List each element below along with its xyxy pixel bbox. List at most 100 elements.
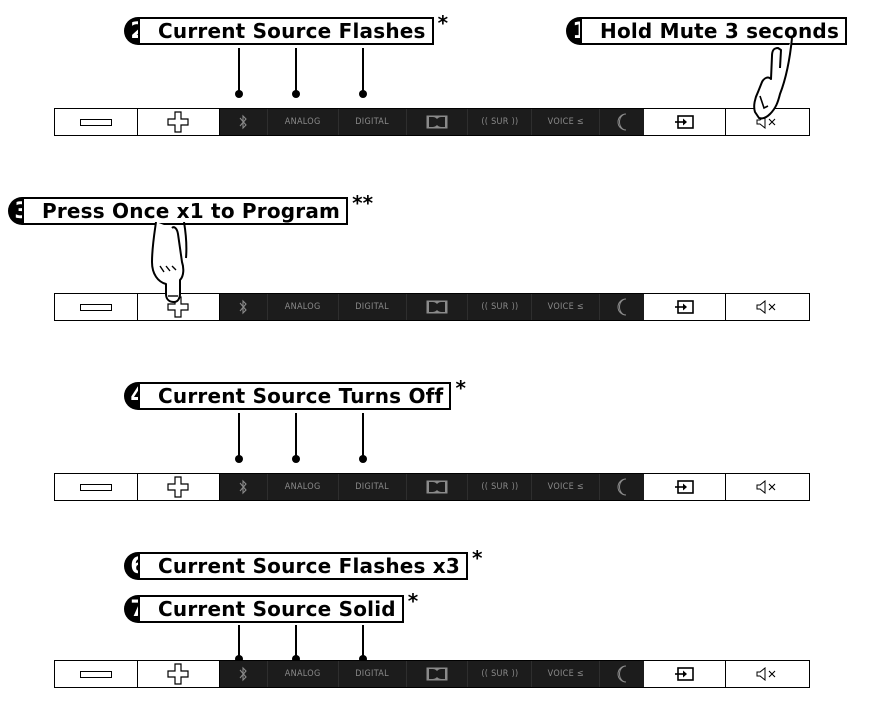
step-2-callout: 2 Current Source Flashes * — [124, 11, 448, 45]
bluetooth-indicator[interactable] — [219, 294, 267, 320]
surround-indicator[interactable]: (( SUR )) — [467, 474, 532, 500]
bluetooth-indicator[interactable] — [219, 661, 267, 687]
step-2-note: * — [437, 11, 449, 35]
digital-indicator[interactable]: DIGITAL — [337, 109, 406, 135]
bluetooth-icon — [239, 299, 247, 315]
input-button[interactable] — [644, 474, 727, 500]
digital-indicator[interactable]: DIGITAL — [337, 661, 406, 687]
night-mode-indicator[interactable] — [599, 109, 645, 135]
mute-button[interactable] — [726, 474, 809, 500]
step-3-note: ** — [352, 191, 374, 215]
pin-analog-2 — [292, 413, 300, 463]
control-panel-4: ANALOG DIGITAL (( SUR )) VOICE ≤ — [54, 660, 810, 688]
digital-indicator[interactable]: DIGITAL — [337, 474, 406, 500]
bluetooth-icon — [239, 479, 247, 495]
minus-icon — [79, 303, 112, 311]
moon-icon — [617, 113, 627, 131]
volume-down-button[interactable] — [55, 294, 138, 320]
pin-bluetooth-1 — [235, 48, 243, 98]
bluetooth-indicator[interactable] — [219, 474, 267, 500]
plus-icon — [167, 111, 189, 133]
plus-icon — [167, 663, 189, 685]
control-panel-1: ANALOG DIGITAL (( SUR )) VOICE ≤ — [54, 108, 810, 136]
surround-indicator[interactable]: (( SUR )) — [467, 109, 532, 135]
step-7-note: * — [407, 589, 419, 613]
bluetooth-icon — [239, 114, 247, 130]
step-7-callout: 7 Current Source Solid * — [124, 589, 418, 623]
volume-up-button[interactable] — [137, 474, 220, 500]
pin-analog-1 — [292, 48, 300, 98]
dolby-icon — [426, 480, 448, 494]
voice-indicator[interactable]: VOICE ≤ — [531, 661, 600, 687]
volume-up-button[interactable] — [137, 661, 220, 687]
plus-icon — [167, 476, 189, 498]
mute-button[interactable] — [726, 661, 809, 687]
step-1-label: Hold Mute 3 seconds — [580, 17, 848, 45]
minus-icon — [79, 118, 112, 126]
mute-button[interactable] — [726, 294, 809, 320]
surround-indicator[interactable]: (( SUR )) — [467, 661, 532, 687]
volume-down-button[interactable] — [55, 474, 138, 500]
step-6-label: Current Source Flashes x3 — [138, 552, 469, 580]
mute-icon — [756, 115, 775, 129]
input-icon — [674, 300, 694, 314]
pin-digital-3 — [359, 625, 367, 663]
moon-icon — [617, 298, 627, 316]
input-button[interactable] — [644, 109, 727, 135]
night-mode-indicator[interactable] — [599, 661, 645, 687]
voice-indicator[interactable]: VOICE ≤ — [531, 109, 600, 135]
surround-indicator[interactable]: (( SUR )) — [467, 294, 532, 320]
mute-icon — [756, 667, 775, 681]
volume-down-button[interactable] — [55, 109, 138, 135]
step-6-callout: 6 Current Source Flashes x3 * — [124, 546, 482, 580]
step-4-note: * — [455, 376, 466, 400]
pin-bluetooth-2 — [235, 413, 243, 463]
minus-icon — [79, 483, 112, 491]
input-icon — [674, 480, 694, 494]
dolby-indicator[interactable] — [405, 661, 468, 687]
step-6-note: * — [472, 546, 483, 570]
night-mode-indicator[interactable] — [599, 474, 645, 500]
bluetooth-indicator[interactable] — [219, 109, 267, 135]
dolby-indicator[interactable] — [405, 294, 468, 320]
dolby-icon — [426, 300, 448, 314]
night-mode-indicator[interactable] — [599, 294, 645, 320]
input-button[interactable] — [644, 661, 727, 687]
mute-icon — [756, 480, 775, 494]
pin-analog-3 — [292, 625, 300, 663]
voice-indicator[interactable]: VOICE ≤ — [531, 294, 600, 320]
plus-icon — [167, 296, 189, 318]
moon-icon — [617, 478, 627, 496]
finger-press-plus-icon — [151, 222, 188, 303]
analog-indicator[interactable]: ANALOG — [266, 661, 338, 687]
moon-icon — [617, 665, 627, 683]
minus-icon — [79, 670, 112, 678]
dolby-indicator[interactable] — [405, 109, 468, 135]
step-4-label: Current Source Turns Off — [138, 382, 452, 410]
step-4-callout: 4 Current Source Turns Off * — [124, 376, 466, 410]
dolby-icon — [426, 115, 448, 129]
step-1-callout: 1 Hold Mute 3 seconds — [566, 17, 848, 45]
step-2-label: Current Source Flashes — [138, 17, 434, 45]
dolby-indicator[interactable] — [405, 474, 468, 500]
input-icon — [674, 115, 694, 129]
step-3-label: Press Once x1 to Program — [22, 197, 349, 225]
digital-indicator[interactable]: DIGITAL — [337, 294, 406, 320]
volume-up-button[interactable] — [137, 109, 220, 135]
analog-indicator[interactable]: ANALOG — [266, 474, 338, 500]
step-3-callout: 3 Press Once x1 to Program ** — [8, 191, 373, 225]
analog-indicator[interactable]: ANALOG — [266, 294, 338, 320]
pin-digital-1 — [359, 48, 367, 98]
bluetooth-icon — [239, 666, 247, 682]
voice-indicator[interactable]: VOICE ≤ — [531, 474, 600, 500]
input-icon — [674, 667, 694, 681]
pin-bluetooth-3 — [235, 625, 243, 663]
dolby-icon — [426, 667, 448, 681]
volume-down-button[interactable] — [55, 661, 138, 687]
pin-digital-2 — [359, 413, 367, 463]
input-button[interactable] — [644, 294, 727, 320]
analog-indicator[interactable]: ANALOG — [266, 109, 338, 135]
mute-icon — [756, 300, 775, 314]
step-7-label: Current Source Solid — [138, 595, 404, 623]
finger-press-mute-icon — [753, 38, 793, 120]
